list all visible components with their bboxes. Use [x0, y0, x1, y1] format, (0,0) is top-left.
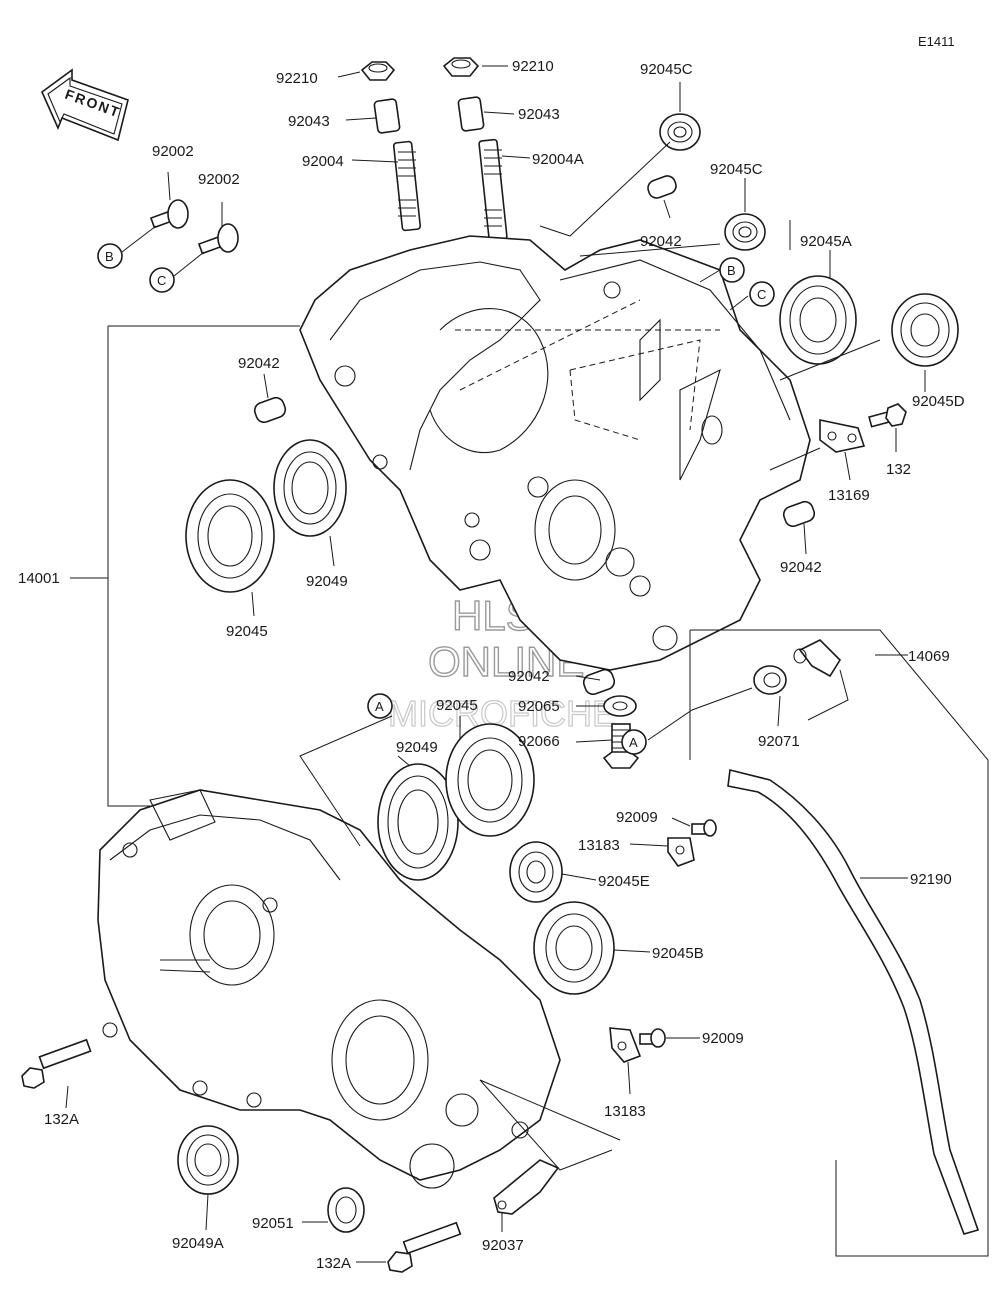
- callout-b-right: B: [719, 257, 745, 283]
- bearing-92045A: [779, 275, 857, 365]
- label-92045-lower: 92045: [436, 697, 478, 714]
- screw-92009-lower: [639, 1028, 666, 1048]
- bearing-92045C-top: [659, 113, 701, 151]
- callout-c-right-label: C: [757, 287, 766, 302]
- dowel-pin-92042-left: [253, 396, 287, 424]
- label-92049-upper: 92049: [306, 573, 348, 590]
- plate-13183-lower: [609, 1027, 642, 1063]
- plate-13169: [819, 419, 866, 453]
- screw-92002-c: [197, 223, 239, 255]
- label-92045E: 92045E: [598, 873, 650, 890]
- label-92190: 92190: [910, 871, 952, 888]
- breather-elbow: [793, 639, 842, 678]
- callout-c-right: C: [749, 281, 775, 307]
- label-13183-lower: 13183: [604, 1103, 646, 1120]
- label-92009-upper: 92009: [616, 809, 658, 826]
- oil-seal-92049A: [177, 1125, 239, 1195]
- label-92004: 92004: [302, 153, 344, 170]
- label-92045A: 92045A: [800, 233, 852, 250]
- callout-a-lower-label: A: [375, 699, 384, 714]
- label-132A-bottom: 132A: [316, 1255, 351, 1272]
- bearing-92045-upper: [185, 479, 275, 593]
- bolt-132A-bottom: [387, 1221, 462, 1273]
- label-92045D: 92045D: [912, 393, 965, 410]
- label-92071: 92071: [758, 733, 800, 750]
- label-92066: 92066: [518, 733, 560, 750]
- label-132A-left: 132A: [44, 1111, 79, 1128]
- oil-seal-92049-lower: [377, 763, 459, 881]
- callout-a-right: A: [621, 729, 647, 755]
- callout-c-left-label: C: [157, 273, 166, 288]
- label-92045C-top: 92045C: [640, 61, 693, 78]
- label-92042-top: 92042: [640, 233, 682, 250]
- label-14001: 14001: [18, 570, 60, 587]
- dowel-pin-92042-top: [647, 175, 677, 199]
- callout-b-right-label: B: [727, 263, 736, 278]
- callout-b-left-label: B: [105, 249, 114, 264]
- front-arrow-icon: FRONT: [41, 68, 129, 142]
- plate-13183-upper: [667, 837, 695, 867]
- label-14069: 14069: [908, 648, 950, 665]
- label-92210-right: 92210: [512, 58, 554, 75]
- nut-92210-left: [360, 61, 396, 81]
- grommet-92071: [753, 665, 787, 695]
- label-92002-a: 92002: [152, 143, 194, 160]
- label-92042-center: 92042: [508, 668, 550, 685]
- diagram-code: E1411: [918, 34, 955, 49]
- callout-a-lower: A: [367, 693, 393, 719]
- bracket-92037: [493, 1159, 560, 1215]
- label-92002-b: 92002: [198, 171, 240, 188]
- washer-92065: [603, 695, 637, 717]
- bearing-92045B: [533, 901, 615, 995]
- screw-92009-upper: [691, 819, 717, 837]
- part-labels: 92210 92210 92043 92043 92004 92004A 920…: [18, 58, 965, 1272]
- label-92049A: 92049A: [172, 1235, 224, 1252]
- callout-c-left: C: [149, 251, 205, 293]
- stud-92004: [392, 140, 422, 232]
- stud-92004A: [478, 138, 508, 242]
- label-92065: 92065: [518, 698, 560, 715]
- bolt-132A-left: [21, 1038, 92, 1089]
- label-92049-lower: 92049: [396, 739, 438, 756]
- label-92045C-mid: 92045C: [710, 161, 763, 178]
- collar-92043-left: [373, 98, 401, 134]
- callout-b-left: B: [97, 225, 157, 269]
- callout-a-right-label: A: [629, 735, 638, 750]
- oil-seal-92049-upper: [273, 439, 347, 537]
- screw-92002-b: [149, 199, 189, 229]
- oil-seal-92051: [327, 1187, 365, 1233]
- bearing-92045D: [891, 293, 959, 367]
- label-92009-lower: 92009: [702, 1030, 744, 1047]
- bearing-92045C-mid: [724, 213, 766, 251]
- label-92045B: 92045B: [652, 945, 704, 962]
- alignment-lines: [455, 299, 720, 441]
- label-92210-left: 92210: [276, 70, 318, 87]
- dowel-pin-92042-center: [582, 668, 616, 696]
- label-92037: 92037: [482, 1237, 524, 1254]
- label-92045-upper: 92045: [226, 623, 268, 640]
- label-92043-left: 92043: [288, 113, 330, 130]
- crankcase-left-half: [97, 789, 561, 1189]
- label-92042-right: 92042: [780, 559, 822, 576]
- crankcase-right-half: [299, 235, 811, 671]
- label-92043-right: 92043: [518, 106, 560, 123]
- label-13183-upper: 13183: [578, 837, 620, 854]
- nut-92210-right: [442, 57, 480, 77]
- bearing-92045E: [509, 841, 563, 903]
- leader-lines: [65, 65, 989, 1263]
- bolt-132: [868, 403, 907, 428]
- label-92042-left: 92042: [238, 355, 280, 372]
- collar-92043-right: [457, 96, 485, 132]
- dowel-pin-92042-right: [782, 500, 816, 528]
- label-132: 132: [886, 461, 911, 478]
- label-92004A: 92004A: [532, 151, 584, 168]
- breather-hose-92190: [727, 769, 980, 1235]
- label-13169: 13169: [828, 487, 870, 504]
- label-92051: 92051: [252, 1215, 294, 1232]
- bearing-92045-lower: [445, 723, 535, 837]
